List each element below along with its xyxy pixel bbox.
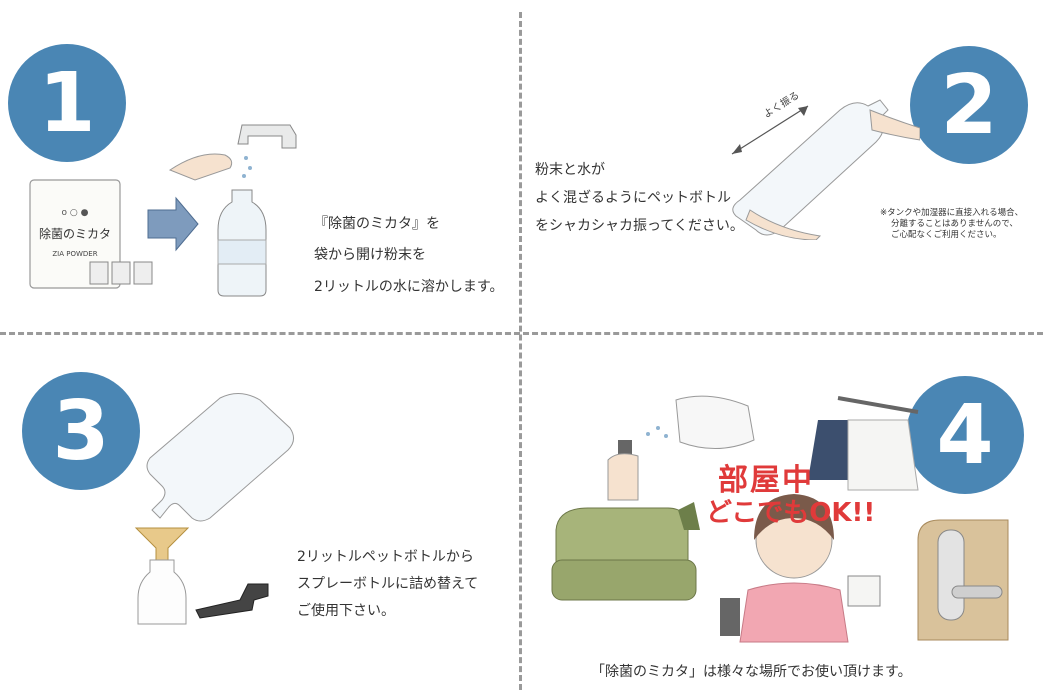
step-3-illustration [134,393,294,625]
step-4-illustration [551,395,1009,643]
step-2-note-3: ご心配なくご利用ください。 [891,230,1002,240]
step-3-line-3: ご使用下さい。 [297,603,395,619]
step-3-line-1: 2リットルペットボトルから [297,549,474,565]
step-4-headline: 部屋中 [718,463,814,498]
package-sub: ZIA POWDER [52,250,97,258]
step-2-illustration: よく振る [731,88,920,240]
step-4-subheadline: どこでもOK!! [706,498,876,528]
step-2-line-2: よく混ざるようにペットボトル [535,190,731,206]
step-3-line-2: スプレーボトルに詰め替えて [297,576,479,592]
step-4-number: 4 [906,376,1024,494]
step-4-caption: 「除菌のミカタ」は様々な場所でお使い頂けます。 [591,664,912,680]
step-1-line-3: 2リットルの水に溶かします。 [314,279,504,295]
step-2-number: 2 [910,46,1028,164]
package-dots: o ○ ● [62,208,89,218]
shake-label: よく振る [761,88,802,120]
step-1-line-2: 袋から開け粉末を [314,247,426,263]
step-2-note-1: ※タンクや加湿器に直接入れる場合、 [880,208,1024,218]
step-1-number: 1 [8,44,126,162]
step-2-note-2: 分離することはありませんので、 [891,219,1018,229]
vertical-divider [519,12,522,690]
step-1-line-1: 『除菌のミカタ』を [314,216,440,232]
step-2-line-3: をシャカシャカ振ってください。 [535,218,744,234]
package-brand: 除菌のミカタ [39,226,111,241]
step-1-illustration: o ○ ● 除菌のミカタ ZIA POWDER [29,124,297,297]
step-3-number: 3 [22,372,140,490]
step-2-line-1: 粉末と水が [535,162,605,178]
